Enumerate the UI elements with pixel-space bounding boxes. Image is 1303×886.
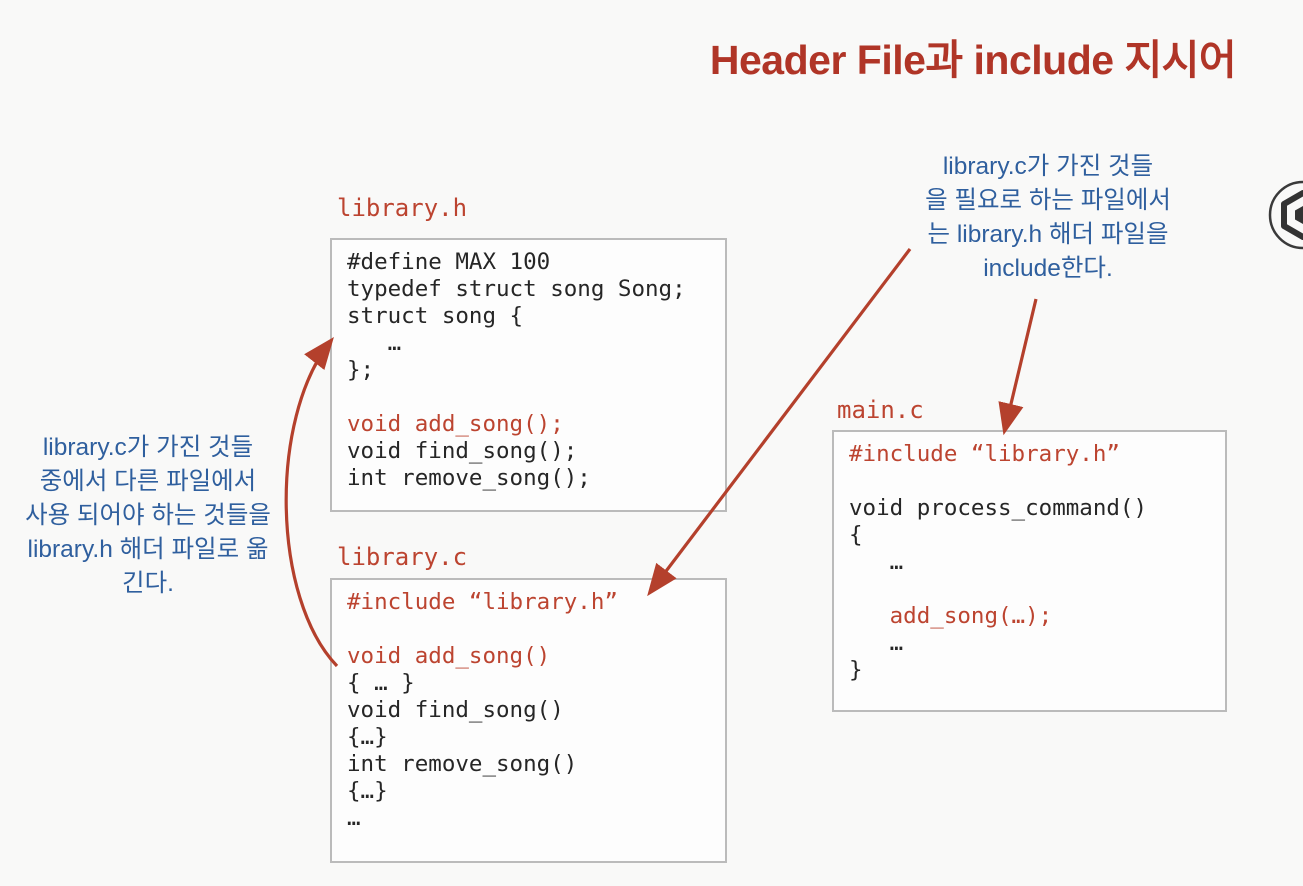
code-line: void find_song();: [347, 438, 578, 464]
code-line: [849, 468, 1225, 495]
code-line: typedef struct song Song;: [347, 276, 686, 302]
note-line: 는 library.h 해더 파일을: [927, 221, 1169, 248]
code-line: …: [849, 630, 904, 656]
code-line: add_song(…);: [849, 603, 1053, 629]
code-line: …: [347, 805, 361, 831]
file-label-library-c: library.c: [337, 543, 468, 571]
code-line: int remove_song();: [347, 465, 591, 491]
code-line: void find_song(): [347, 697, 564, 723]
arrow-note-to-main-c: [998, 298, 1038, 436]
code-line: };: [347, 357, 375, 383]
code-line: void add_song(): [347, 643, 551, 669]
code-line: [347, 384, 725, 411]
code-line: { … }: [347, 670, 415, 696]
file-label-library-h: library.h: [337, 194, 468, 222]
note-line: 을 필요로 하는 파일에서: [925, 187, 1171, 214]
note-line: 중에서 다른 파일에서: [39, 468, 257, 495]
code-line: [849, 576, 1225, 603]
code-line: void process_command(): [849, 495, 1148, 521]
code-line: int remove_song(): [347, 751, 578, 777]
code-line: …: [849, 549, 904, 575]
note-line: 사용 되어야 하는 것들을: [25, 502, 271, 529]
code-line: …: [347, 330, 402, 356]
code-line: {…}: [347, 724, 388, 750]
file-label-main-c: main.c: [837, 396, 924, 424]
code-line: }: [849, 657, 863, 683]
note-line: include한다.: [983, 255, 1113, 282]
code-line: void add_song();: [347, 411, 564, 437]
note-line: 긴다.: [122, 570, 174, 597]
hexagon-circle-icon: [1268, 180, 1303, 250]
page-title: Header File과 include 지시어: [709, 37, 1237, 83]
note-line: library.c가 가진 것들: [42, 434, 254, 461]
code-line: #define MAX 100: [347, 249, 551, 275]
code-line: #include “library.h”: [347, 589, 618, 615]
code-box-main-c: #include “library.h” void process_comman…: [832, 430, 1227, 712]
code-box-library-c: #include “library.h” void add_song(){ … …: [330, 578, 727, 863]
code-line: [347, 616, 725, 643]
note-line: library.h 해더 파일로 옮: [27, 536, 269, 563]
code-line: {…}: [347, 778, 388, 804]
code-line: #include “library.h”: [849, 441, 1120, 467]
code-line: {: [849, 522, 863, 548]
note-line: library.c가 가진 것들: [942, 153, 1154, 180]
code-line: struct song {: [347, 303, 524, 329]
